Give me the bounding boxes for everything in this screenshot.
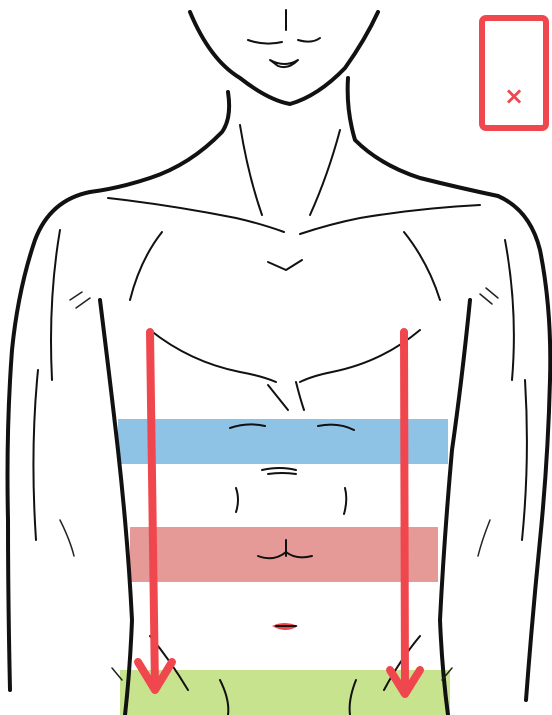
arrow-left [138, 332, 172, 690]
neck-outline [90, 78, 498, 215]
navel-marker [272, 623, 298, 630]
chest-muscles [70, 232, 498, 410]
arrow-right [390, 332, 420, 694]
head-outline [190, 10, 378, 104]
band-upper-abdomen [118, 419, 448, 464]
inset-frame: × [482, 18, 546, 128]
inset-marker: × [504, 82, 524, 110]
collarbones [108, 198, 480, 270]
